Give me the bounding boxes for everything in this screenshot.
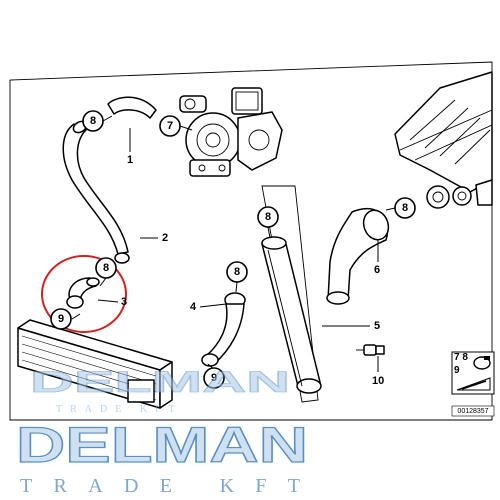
callout-9-hose4: 9 — [203, 367, 225, 389]
watermark-logo: DELMAN TRADE KFT — [15, 416, 308, 497]
svg-text:8: 8 — [234, 266, 240, 278]
reference-code: 00128357 — [451, 405, 495, 417]
svg-text:8: 8 — [265, 211, 271, 223]
part-numbers: 1 2 3 4 5 6 10 — [121, 154, 384, 387]
svg-text:7: 7 — [167, 120, 173, 132]
svg-text:DELMAN: DELMAN — [30, 366, 290, 399]
svg-text:8: 8 — [402, 202, 408, 214]
part-number-5: 5 — [374, 320, 380, 332]
part-number-3: 3 — [121, 296, 127, 308]
callouts: 8 7 8 8 8 9 8 9 — [50, 110, 416, 389]
svg-text:8: 8 — [103, 262, 109, 274]
hose-clamp-icon — [473, 356, 491, 370]
watermark-overlay: DELMAN TRADE KFT — [30, 366, 291, 415]
hose-3 — [41, 255, 127, 333]
callout-8-hose4: 8 — [226, 261, 248, 283]
part-number-10: 10 — [372, 375, 384, 387]
svg-text:7 8: 7 8 — [454, 352, 468, 363]
part-number-2: 2 — [162, 232, 168, 244]
callout-9-hose3: 9 — [50, 308, 72, 330]
callout-8-hose6: 8 — [394, 197, 416, 219]
callout-8-pipe5: 8 — [257, 206, 279, 228]
hose-4 — [201, 292, 246, 367]
turbocharger — [179, 87, 283, 177]
legend-box: 7 8 9 — [451, 351, 495, 395]
callout-8-hose3: 8 — [95, 257, 117, 279]
part-number-1: 1 — [127, 154, 133, 166]
hose-6 — [326, 207, 390, 305]
svg-text:9: 9 — [211, 372, 217, 384]
intake-manifold — [394, 71, 493, 209]
pipe-5 — [261, 185, 322, 403]
svg-text:00128357: 00128357 — [457, 408, 488, 415]
svg-text:DELMAN: DELMAN — [16, 417, 308, 473]
sensor-10 — [356, 344, 385, 356]
diagram-frame — [9, 61, 493, 421]
svg-text:TRADE KFT: TRADE KFT — [56, 404, 183, 415]
svg-text:9: 9 — [454, 365, 460, 376]
callout-8-hose1-top: 8 — [82, 110, 104, 132]
callout-7-turbo: 7 — [159, 115, 181, 137]
leader-lines — [71, 115, 396, 379]
svg-text:9: 9 — [58, 313, 64, 325]
svg-text:8: 8 — [90, 115, 96, 127]
part-number-6: 6 — [374, 264, 380, 276]
intercooler — [17, 319, 173, 409]
part-number-4: 4 — [190, 301, 197, 313]
arrow-icon — [456, 377, 491, 391]
hose-1 — [62, 96, 157, 264]
svg-text:TRADE KFT: TRADE KFT — [20, 475, 306, 497]
